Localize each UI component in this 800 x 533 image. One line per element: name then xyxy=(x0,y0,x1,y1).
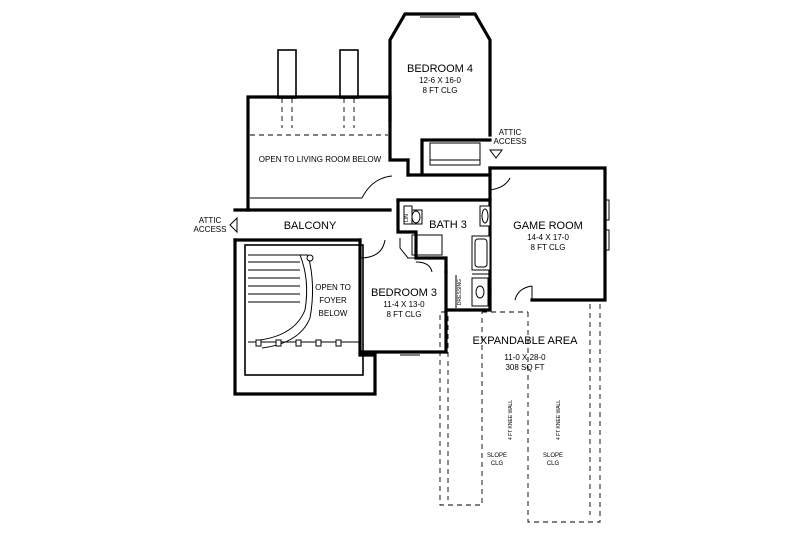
attic-access-left-line2: ACCESS xyxy=(194,225,227,234)
balcony-walls xyxy=(229,208,392,242)
knee-wall-right-label: 4 FT KNEE WALL xyxy=(556,400,562,440)
open-living-label: OPEN TO LIVING ROOM BELOW xyxy=(259,155,382,164)
bedroom-4-walls xyxy=(388,12,492,177)
linen-label: LIN xyxy=(404,214,410,222)
open-foyer-line3: BELOW xyxy=(319,309,348,318)
attic-access-top xyxy=(489,149,503,159)
attic-access-top-line1: ATTIC xyxy=(499,128,522,137)
door-dressing xyxy=(415,261,433,273)
bedroom-3-name: BEDROOM 3 xyxy=(371,287,437,299)
chimney-right xyxy=(339,49,359,128)
expandable-area xyxy=(439,285,601,523)
expandable-area-name: EXPANDABLE AREA xyxy=(473,335,579,347)
hall xyxy=(396,173,492,202)
bedroom-4-size: 12-6 X 16-0 xyxy=(419,76,461,85)
open-living-area xyxy=(246,95,410,212)
expandable-area-sqft: 308 SQ FT xyxy=(505,363,544,372)
dressing-walls xyxy=(444,270,492,312)
game-room-clg: 8 FT CLG xyxy=(531,243,566,252)
bedroom-3-size: 11-4 X 13-0 xyxy=(383,300,425,309)
attic-access-top-line2: ACCESS xyxy=(494,137,527,146)
slope-right-line2: CLG xyxy=(547,461,560,467)
bedroom-4-clg: 8 FT CLG xyxy=(423,86,458,95)
open-foyer-line2: FOYER xyxy=(319,296,347,305)
bath-3-walls xyxy=(396,198,491,275)
chimney-left xyxy=(277,49,297,128)
bedroom-3-walls xyxy=(358,234,448,356)
balcony-label: BALCONY xyxy=(284,220,337,232)
dressing-label: DRESSING xyxy=(457,279,463,305)
attic-access-left-line1: ATTIC xyxy=(199,216,222,225)
bedroom-3-clg: 8 FT CLG xyxy=(387,310,422,319)
expandable-area-size: 11-0 X 28-0 xyxy=(504,353,546,362)
slope-right-line1: SLOPE xyxy=(543,453,563,459)
game-room-size: 14-4 X 17-0 xyxy=(527,233,569,242)
slope-left-line1: SLOPE xyxy=(487,453,507,459)
slope-left-line2: CLG xyxy=(491,461,504,467)
bedroom-4-name: BEDROOM 4 xyxy=(407,63,473,75)
open-foyer-line1: OPEN TO xyxy=(315,283,351,292)
stair-foyer xyxy=(233,238,377,396)
game-room-name: GAME ROOM xyxy=(513,220,583,232)
bath-3-label: BATH 3 xyxy=(429,219,467,231)
knee-wall-left-label: 4 FT KNEE WALL xyxy=(508,400,514,440)
